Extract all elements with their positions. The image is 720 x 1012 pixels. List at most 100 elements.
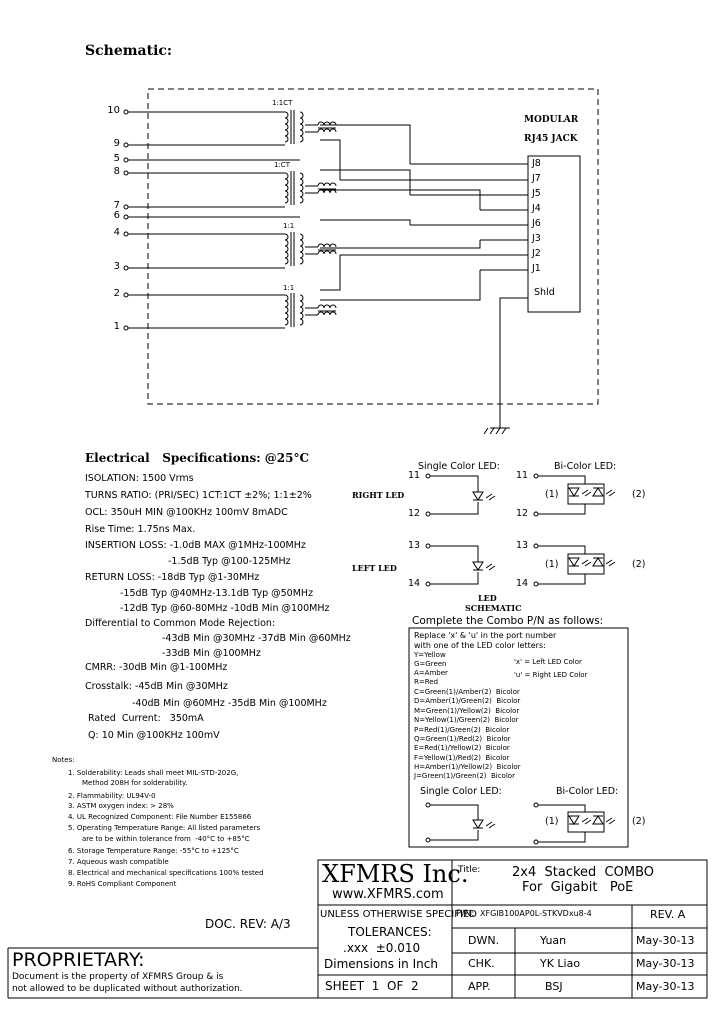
combo-single-led-label: Single Color LED: <box>420 786 502 797</box>
unless-specified: UNLESS OTHERWISE SPECIFIED <box>320 909 477 920</box>
approval-name: BSJ <box>545 980 563 993</box>
pin-terminal <box>123 157 129 163</box>
bicolor-led-2-label: (2) <box>632 559 646 570</box>
transformer-block <box>284 232 337 266</box>
spec-line: -40dB Min @60MHz -35dB Min @100MHz <box>132 698 327 709</box>
combo-line: F=Yellow(1)/Red(2) Bicolor <box>414 754 510 762</box>
tolerances-label: TOLERANCES: <box>348 925 432 939</box>
led-pin-number: 14 <box>516 578 529 589</box>
left-pin-leads <box>128 111 300 329</box>
led-pin-terminal <box>533 543 539 549</box>
jack-pin-label: J8 <box>532 158 541 169</box>
spec-line: CMRR: -30dB Min @1-100MHz <box>85 662 228 673</box>
left-pin-number: 7 <box>113 200 120 211</box>
led-pin-number: 11 <box>408 470 421 481</box>
note-line: 7. Aqueous wash compatible <box>68 858 169 866</box>
electrical-specs-title: Electrical Specifications: @25°C <box>85 451 310 465</box>
drawing-title-line1: 2x4 Stacked COMBO <box>512 865 654 880</box>
combo-line: N=Yellow(1)/Green(2) Bicolor <box>414 716 519 724</box>
company-name: XFMRS Inc. <box>322 860 469 888</box>
pin-terminal <box>123 214 129 220</box>
note-line: are to be within tolerance from -40°C to… <box>82 835 250 843</box>
approval-name: YK Liao <box>540 957 581 970</box>
pin-terminal <box>123 204 129 210</box>
choke-winding <box>317 243 337 248</box>
led-diode <box>472 561 484 571</box>
approval-role: CHK. <box>468 957 495 970</box>
title-block-lines <box>7 859 708 999</box>
led-pin-terminal <box>425 473 431 479</box>
tolerance-value: .xxx ±0.010 <box>343 941 421 955</box>
coil-winding <box>284 233 289 265</box>
led-pin-terminal <box>425 802 431 808</box>
left-pin-number: 1 <box>113 321 120 332</box>
approval-role: DWN. <box>468 934 500 947</box>
spec-line: -33dB Min @100MHz <box>162 648 261 659</box>
coil-winding <box>284 294 289 326</box>
transformer-block <box>284 110 337 144</box>
combo-line: C=Green(1)/Amber(2) Bicolor <box>414 688 520 696</box>
left-led-label: LEFT LED <box>352 563 397 573</box>
proprietary-title: PROPRIETARY: <box>12 949 145 971</box>
spec-line: OCL: 350uH MIN @100KHz 100mV 8mADC <box>85 507 288 518</box>
bicolor-led-2-label: (2) <box>632 489 646 500</box>
left-pin-number: 10 <box>107 105 120 116</box>
bicolor-led-label: Bi-Color LED: <box>554 461 617 472</box>
led-pin-number: 12 <box>408 508 421 519</box>
led-diode <box>472 819 484 829</box>
spec-line: Rated Current: 350mA <box>88 713 204 724</box>
drawing-title-line2: For Gigabit PoE <box>522 880 634 895</box>
combo-line: Q=Green(1)/Red(2) Bicolor <box>414 735 511 743</box>
led-emission-arrows <box>485 563 496 571</box>
led-diode <box>592 557 604 567</box>
led-emission-arrows <box>581 817 592 825</box>
note-line: 3. ASTM oxygen index: > 28% <box>68 802 174 810</box>
led-pin-terminal <box>533 473 539 479</box>
jack-shield-label: Shld <box>534 287 555 298</box>
bicolor-led-1-label: (1) <box>545 489 559 500</box>
combo-line: P=Red(1)/Green(2) Bicolor <box>414 726 510 734</box>
led-schematic-label: SCHEMATIC <box>465 603 522 613</box>
left-pin-number: 9 <box>113 138 120 149</box>
combo-x-note: 'x' = Left LED Color <box>514 658 582 666</box>
coil-winding <box>299 233 304 265</box>
spec-line: Crosstalk: -45dB Min @30MHz <box>85 681 228 692</box>
led-schematic <box>408 475 629 848</box>
turns-ratio-label: 1:1 <box>283 222 295 230</box>
approval-role: APP. <box>468 980 491 993</box>
combo-line: Y=Yellow <box>414 651 446 659</box>
spec-line: RETURN LOSS: -18dB Typ @1-30MHz <box>85 572 260 583</box>
led-pin-terminal <box>533 839 539 845</box>
transformer-block <box>284 293 337 327</box>
note-line: 2. Flammability: UL94V-0 <box>68 792 156 800</box>
left-pin-number: 6 <box>113 210 120 221</box>
jack-pin-label: J4 <box>532 203 541 214</box>
combo-line: with one of the LED color letters: <box>414 641 546 650</box>
component-outline <box>147 88 599 405</box>
approval-date: May-30-13 <box>636 957 695 970</box>
jack-pin-label: J2 <box>532 248 541 259</box>
led-pin-terminal <box>425 543 431 549</box>
title-label: Title: <box>458 865 481 875</box>
led-pin-terminal <box>533 511 539 517</box>
led-pin-number: 12 <box>516 508 529 519</box>
led-pin-terminal <box>425 837 431 843</box>
jack-pin-wires <box>320 124 528 435</box>
note-line: Method 208H for solderability. <box>82 779 188 787</box>
left-pin-number: 2 <box>113 288 120 299</box>
rj45-jack-box <box>527 155 581 313</box>
dimensions-unit: Dimensions in Inch <box>324 957 438 971</box>
note-line: 4. UL Recognized Component: File Number … <box>68 813 252 821</box>
choke-winding <box>317 128 337 133</box>
pin-terminal <box>123 292 129 298</box>
left-pin-number: 8 <box>113 166 120 177</box>
spec-line: -15dB Typ @40MHz-13.1dB Typ @50MHz <box>120 588 314 599</box>
coil-winding <box>299 294 304 326</box>
led-diode <box>568 557 580 567</box>
led-emission-arrows <box>581 489 592 497</box>
combo-line: H=Amber(1)/Yellow(2) Bicolor <box>414 763 521 771</box>
jack-title-line2: RJ45 JACK <box>524 134 578 144</box>
spec-line: Q: 10 Min @100KHz 100mV <box>88 730 220 741</box>
jack-title-line1: MODULAR <box>524 115 579 125</box>
